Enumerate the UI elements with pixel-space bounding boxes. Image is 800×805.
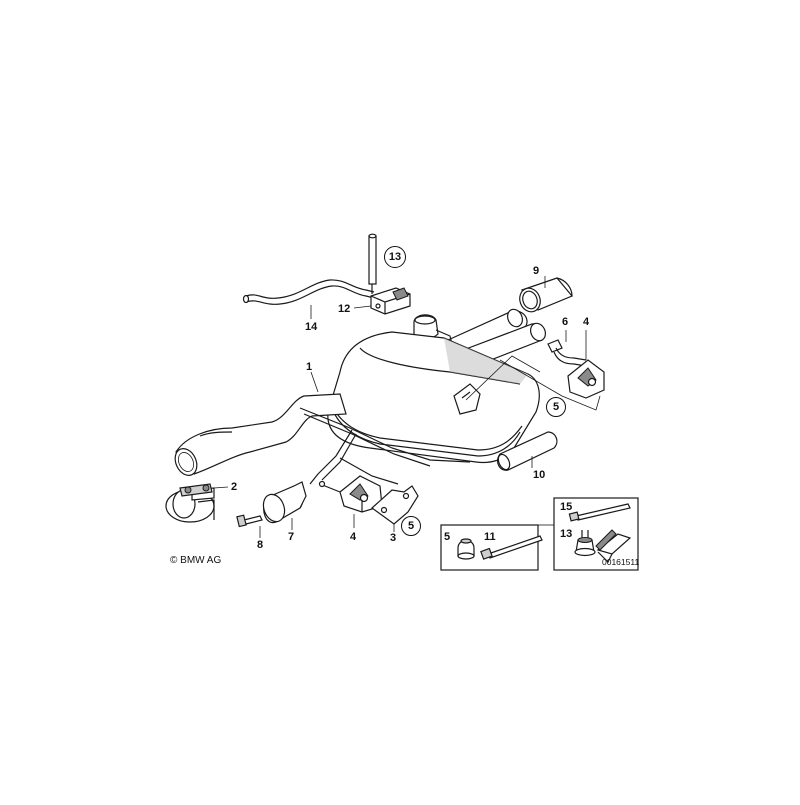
grommet <box>574 530 596 557</box>
cable-tie-15 <box>568 503 631 522</box>
part-label-4-upper: 4 <box>583 316 590 328</box>
part-label-13-inset: 13 <box>560 528 573 540</box>
leader-2 <box>213 486 229 489</box>
part-label-9: 9 <box>533 265 540 277</box>
vacuum-hose <box>242 279 375 305</box>
inset-box <box>440 497 639 571</box>
cap-nut <box>457 538 475 560</box>
part-label-7: 7 <box>288 531 295 543</box>
diagram-id: 00161511 <box>602 557 640 567</box>
vacuum-valve <box>370 287 411 315</box>
part-label-10: 10 <box>533 469 546 481</box>
exhaust-tip <box>519 277 573 313</box>
rubber-mount <box>262 481 307 524</box>
part-label-2: 2 <box>231 481 238 493</box>
copyright-text: © BMW AG <box>170 555 222 566</box>
leader-12 <box>353 305 372 309</box>
part-label-13-circled: 13 <box>384 246 406 268</box>
mounting-bracket <box>371 485 419 525</box>
guide-line-mid <box>465 355 541 401</box>
bolt <box>236 514 263 528</box>
part-label-5-circled-lower: 5 <box>401 516 421 536</box>
part-label-6: 6 <box>562 316 569 328</box>
rear-muffler <box>327 331 540 464</box>
part-label-8: 8 <box>257 539 264 551</box>
part-label-3: 3 <box>390 532 397 544</box>
part-label-14: 14 <box>305 321 318 333</box>
heat-shield <box>496 431 558 471</box>
part-label-11: 11 <box>484 531 496 543</box>
direction-arrow-icon <box>595 529 632 564</box>
hanger-bracket-upper <box>567 359 605 399</box>
hanger-bracket-lower <box>318 475 383 513</box>
part-label-4-lower: 4 <box>350 531 357 543</box>
inlet-pipe <box>174 393 347 476</box>
part-label-1: 1 <box>306 361 313 373</box>
part-label-5-circled-right: 5 <box>546 397 566 417</box>
part-label-12: 12 <box>338 303 351 315</box>
support-rod <box>299 407 471 485</box>
leader-1 <box>310 371 319 393</box>
part-label-5-inset: 5 <box>444 531 451 543</box>
filter-tube <box>368 233 377 294</box>
hanger-rod-right <box>547 339 587 367</box>
cable-tie-11 <box>480 535 543 560</box>
guide-line-right <box>499 359 601 411</box>
part-label-15: 15 <box>560 501 573 513</box>
pipe-clamp <box>165 483 215 523</box>
